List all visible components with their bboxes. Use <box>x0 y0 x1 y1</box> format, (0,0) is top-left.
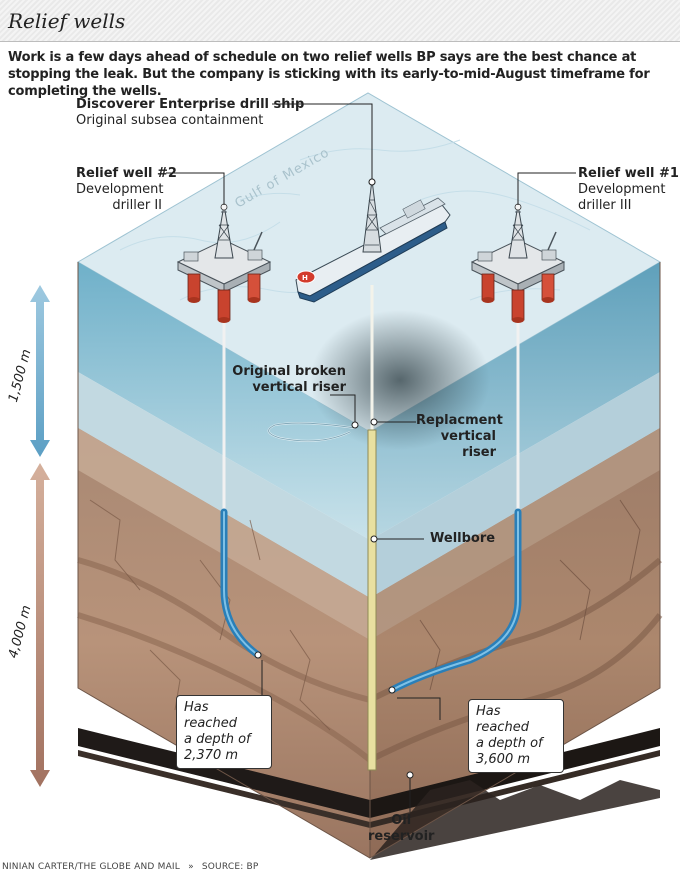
drilling-rig-icon <box>176 203 272 323</box>
double-arrow-icon <box>30 285 50 457</box>
well-1-callout-line2: a depth of <box>476 736 543 751</box>
wellbore-shaft <box>367 429 377 771</box>
drill-ship-icon: H <box>295 178 451 303</box>
drilling-rig-icon <box>470 203 566 323</box>
replacement-riser-line3: riser <box>462 445 496 460</box>
replacement-riser-line2: vertical <box>440 429 496 444</box>
relief-well-2-sub2: driller II <box>112 198 162 213</box>
footer-source: SOURCE: BP <box>201 862 259 872</box>
double-arrow-icon <box>30 463 50 787</box>
relief-well-2-label: Relief well #2 Development driller II <box>76 166 177 214</box>
well-2-callout-line3: 2,370 m <box>184 748 239 763</box>
oil-reservoir-line2: reservoir <box>368 829 435 844</box>
well-2-depth-callout: Has reached a depth of 2,370 m <box>176 695 272 769</box>
well-1-callout-line1: Has reached <box>476 704 529 735</box>
svg-text:H: H <box>302 274 308 282</box>
broken-riser-label: Original broken vertical riser <box>226 364 346 396</box>
oil-reservoir-line1: Oil <box>391 813 412 828</box>
oil-reservoir-label: Oil reservoir <box>368 813 434 845</box>
relief-well-1-sub2: driller III <box>578 198 632 213</box>
footer-separator: » <box>188 862 194 872</box>
replacement-riser-label: Replacment vertical riser <box>416 413 503 461</box>
broken-riser-line2: vertical riser <box>252 380 346 395</box>
relief-well-2-sub1: Development <box>76 182 164 197</box>
drill-ship-title: Discoverer Enterprise drill ship <box>76 97 305 112</box>
rock-left <box>78 428 370 858</box>
replacement-riser-line1: Replacment <box>416 413 503 428</box>
drill-ship-label: Discoverer Enterprise drill ship Origina… <box>76 97 304 129</box>
broken-riser-line1: Original broken <box>232 364 346 379</box>
strata-left <box>77 557 372 763</box>
well-2-callout-line1: Has reached <box>184 700 237 731</box>
page-title: Relief wells <box>8 9 126 33</box>
water-right <box>370 262 660 540</box>
intro-text: Work is a few days ahead of schedule on … <box>8 50 650 99</box>
leader-lines <box>166 103 576 812</box>
sea-texture <box>119 139 591 301</box>
relief-well-1-title: Relief well #1 <box>578 166 679 181</box>
footer: NINIAN CARTER/THE GLOBE AND MAIL » SOURC… <box>2 862 264 872</box>
relief-well-1-label: Relief well #1 Development driller III <box>578 166 679 214</box>
well-1-callout-line3: 3,600 m <box>476 752 531 767</box>
helipad-icon <box>296 270 316 284</box>
relief-well-1-sub1: Development <box>578 182 666 197</box>
relief-well-2-title: Relief well #2 <box>76 166 177 181</box>
well-2-callout-line2: a depth of <box>184 732 251 747</box>
title-bar: Relief wells <box>0 0 680 42</box>
drill-ship-sub: Original subsea containment <box>76 113 264 128</box>
footer-credit: NINIAN CARTER/THE GLOBE AND MAIL <box>2 862 180 872</box>
wellbore-label: Wellbore <box>430 531 496 546</box>
well-1-depth-callout: Has reached a depth of 3,600 m <box>468 699 564 773</box>
